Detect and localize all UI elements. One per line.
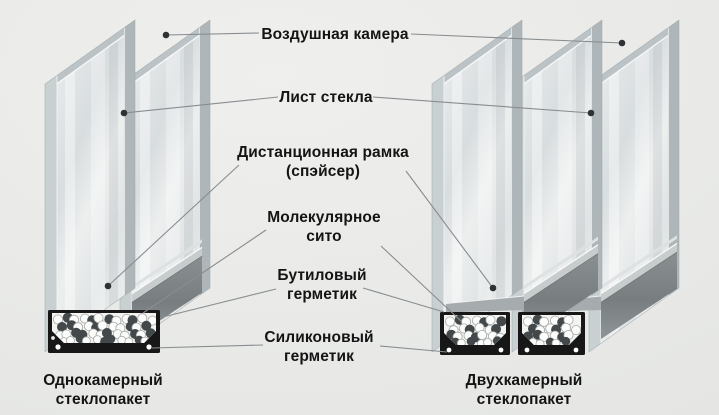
sealant-dot xyxy=(55,344,61,350)
leader-line-glass-right xyxy=(372,96,592,114)
spacer-bar xyxy=(600,235,678,339)
spacer-cross-section xyxy=(440,312,510,355)
molecular-sieve-fill xyxy=(523,315,581,345)
leader-dot xyxy=(618,39,626,47)
glass-pane-front xyxy=(44,19,136,353)
single-chamber-unit xyxy=(44,19,211,353)
label-glass-sheet-text: Лист стекла xyxy=(279,89,373,106)
double-chamber-unit xyxy=(431,19,680,355)
leader-line-spacer-left xyxy=(107,164,240,287)
sealant-dot xyxy=(51,336,55,340)
label-spacer-frame: Дистанционная рамка (спэйсер) xyxy=(237,144,409,180)
leader-line-glass-left xyxy=(123,96,279,114)
caption-single-chamber: Однокамерный стеклопакет xyxy=(43,372,163,408)
spacer-rail xyxy=(446,296,524,313)
label-air-chamber-text: Воздушная камера xyxy=(261,26,409,43)
leader-dot xyxy=(587,109,595,117)
label-air-chamber: Воздушная камера xyxy=(261,25,408,44)
leader-line-air-right xyxy=(410,33,623,44)
sealant-dot xyxy=(498,347,504,353)
sealant-dot xyxy=(146,344,152,350)
leader-lines xyxy=(107,32,623,353)
leader-line-butyl-left xyxy=(162,288,277,318)
leader-line-silicone-right xyxy=(379,345,448,353)
leader-dot xyxy=(104,282,112,290)
spacer-cross-section xyxy=(518,312,585,355)
sealant-dot xyxy=(524,347,530,353)
sealant-dot xyxy=(446,347,452,353)
molecular-sieve-fill xyxy=(53,313,156,343)
leader-dots xyxy=(104,31,626,292)
molecular-sieve-fill xyxy=(445,315,506,345)
leader-line-silicone-left xyxy=(151,344,264,349)
caption-double-chamber: Двухкамерный стеклопакет xyxy=(465,372,583,408)
leader-line-sieve-left xyxy=(142,229,267,314)
label-butyl-sealant: Бутиловый герметик xyxy=(277,267,367,303)
leader-line-air-left xyxy=(165,32,260,36)
leader-dot xyxy=(162,31,170,39)
label-glass-sheet: Лист стекла xyxy=(279,88,372,107)
leader-dot xyxy=(489,284,497,292)
leader-dot xyxy=(120,109,128,117)
spacer-cross-section xyxy=(48,310,160,353)
leader-line-spacer-right xyxy=(405,170,494,289)
label-molecular-sieve: Молекулярное сито xyxy=(267,209,381,245)
sealant-dot xyxy=(573,347,579,353)
leader-line-butyl-right xyxy=(362,287,445,313)
leader-line-sieve-right xyxy=(380,245,463,323)
label-silicone-sealant: Силиконовый герметик xyxy=(264,329,374,365)
